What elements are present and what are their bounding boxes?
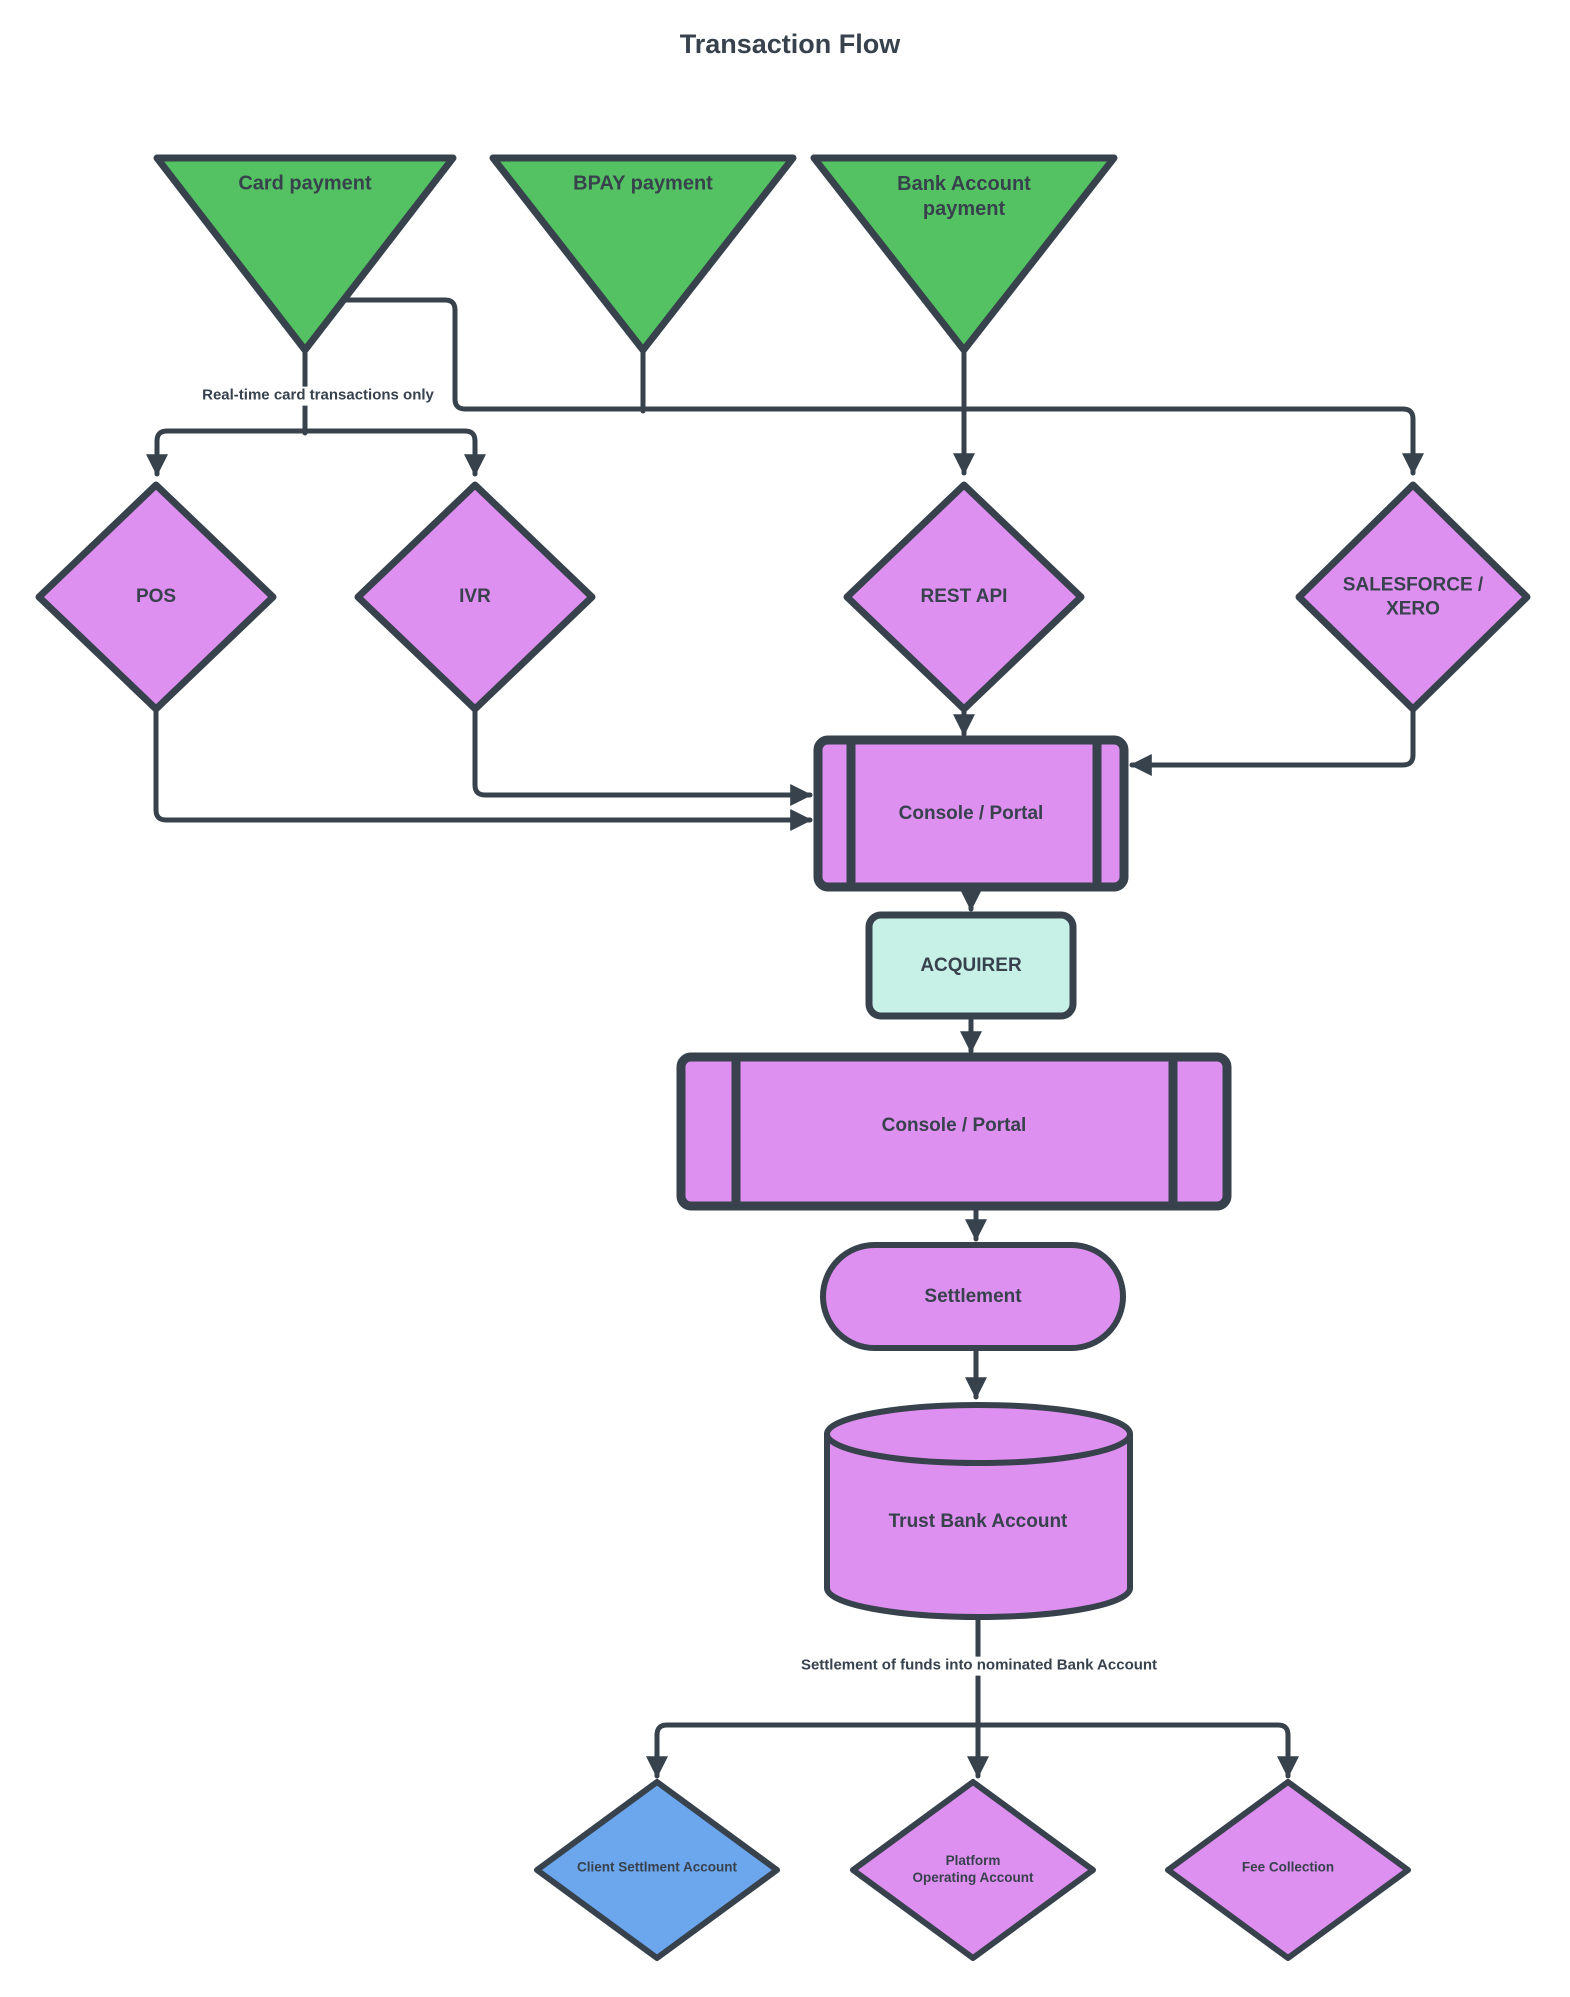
acquirer-label: ACQUIRER <box>920 955 1022 977</box>
edge-rail-to-salesforce <box>338 297 1425 476</box>
console-portal-2-shape <box>676 1052 1232 1211</box>
pos-diamond <box>35 481 277 713</box>
connectors <box>145 297 1425 1779</box>
client-settlement-label: Client Settlment Account <box>576 1859 737 1875</box>
console-portal-2-label: Console / Portal <box>881 1115 1027 1137</box>
bank-account-payment-triangle <box>810 154 1118 354</box>
realtime-note-label: Real-time card transactions only <box>198 386 438 406</box>
edge-pos-to-console <box>153 706 813 832</box>
trust-bank-account-label: Trust Bank Account <box>888 1511 1068 1533</box>
acquirer-box <box>865 911 1077 1020</box>
fee-collection-label: Fee Collection <box>1241 1859 1335 1875</box>
fee-collection-diamond <box>1165 1779 1411 1961</box>
card-payment-triangle <box>153 154 457 354</box>
rest-api-label: REST API <box>920 586 1008 608</box>
edge-card-to-ivr <box>302 428 487 477</box>
client-settlement-diamond <box>534 1779 780 1961</box>
page-title: Transaction Flow <box>679 29 901 60</box>
ivr-diamond <box>354 481 596 713</box>
edge-ivr-to-console <box>472 706 813 807</box>
rest-api-diamond <box>843 481 1085 713</box>
platform-operating-label: Platform Operating Account <box>912 1853 1034 1885</box>
ivr-label: IVR <box>459 586 491 608</box>
edge-trust-to-fee <box>975 1722 1300 1779</box>
settlement-label: Settlement <box>924 1286 1022 1308</box>
console-portal-1-label: Console / Portal <box>898 803 1044 825</box>
settlement-note-label: Settlement of funds into nominated Bank … <box>796 1656 1162 1676</box>
edge-card-to-pos <box>145 428 308 477</box>
channel-shapes <box>35 481 1531 713</box>
salesforce-xero-label: SALESFORCE / XERO <box>1342 574 1484 619</box>
card-payment-label: Card payment <box>238 172 372 195</box>
bpay-payment-triangle <box>489 154 797 354</box>
trust-bank-account-cylinder <box>824 1402 1133 1620</box>
salesforce-xero-diamond <box>1295 481 1531 713</box>
destination-shapes <box>534 1779 1411 1961</box>
platform-operating-diamond <box>850 1779 1096 1961</box>
edge-salesforce-to-console <box>1129 706 1416 777</box>
pos-label: POS <box>135 586 177 608</box>
settlement-pill <box>820 1242 1126 1351</box>
bank-account-payment-label: Bank Account payment <box>897 173 1031 220</box>
console-portal-1-shape <box>813 735 1129 892</box>
source-shapes <box>153 154 1118 354</box>
bpay-payment-label: BPAY payment <box>573 172 713 195</box>
edge-trust-to-client <box>645 1722 981 1779</box>
